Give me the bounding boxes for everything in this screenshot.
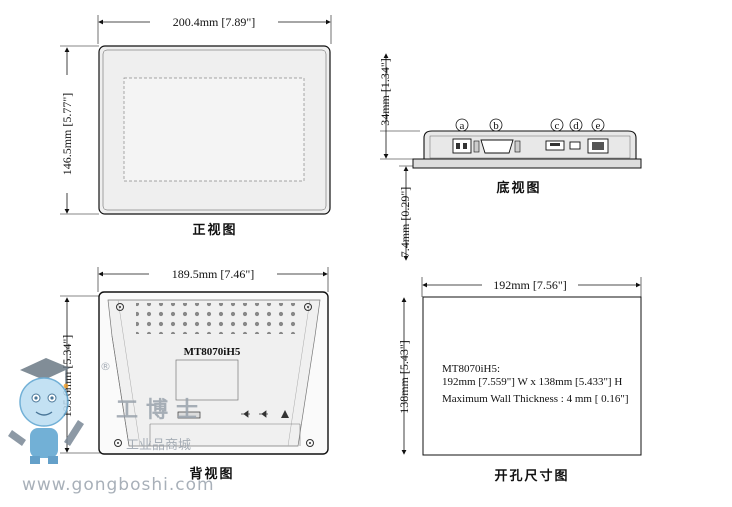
front-view-caption: 正视图	[192, 222, 237, 238]
port-d-marker	[569, 118, 583, 132]
watermark-sub: 工业品商城	[126, 438, 191, 453]
cutout-height-label: 138mm [5.43"]	[397, 340, 411, 414]
port-b-marker	[489, 118, 503, 132]
svg-text:c: c	[555, 120, 560, 132]
bottom-view: 34mm [1.34"] 7.4mm [0.29"] a b c d e 底视图	[378, 53, 642, 261]
bottom-depth-label: 34mm [1.34"]	[378, 58, 392, 126]
bottom-bezel-label: 7.4mm [0.29"]	[398, 187, 412, 258]
cutout-note-line2: 192mm [7.559"] W x 138mm [5.433"] H	[442, 376, 622, 388]
watermark-url: www.gongboshi.com	[22, 475, 215, 495]
cutout-width-label: 192mm [7.56"]	[493, 278, 567, 292]
mascot-logo	[8, 358, 84, 464]
front-width-label: 200.4mm [7.89"]	[173, 15, 256, 29]
model-label: MT8070iH5	[184, 346, 241, 358]
port-b-serial-db9	[480, 139, 514, 154]
front-view: 200.4mm [7.89"] 146.5mm [5.77"] 正视图	[59, 14, 332, 238]
svg-text:b: b	[493, 120, 499, 132]
port-a-power-terminal	[452, 138, 472, 154]
port-d-usb-client	[569, 141, 581, 150]
port-e-marker	[591, 118, 605, 132]
cutout-outline	[422, 296, 642, 456]
cutout-view: 192mm [7.56"] 138mm [5.43"] MT8070iH5: 1…	[397, 277, 642, 484]
back-view: 189.5mm [7.46"] 135.6mm [5.34"] MT8070iH…	[60, 266, 329, 482]
bottom-view-caption: 底视图	[496, 180, 541, 196]
front-height-label: 146.5mm [5.77"]	[60, 93, 74, 176]
front-display-area	[123, 77, 305, 182]
back-view-caption: 背视图	[189, 466, 234, 482]
cutout-view-caption: 开孔尺寸图	[494, 468, 569, 484]
vent-holes	[136, 303, 302, 334]
rear-label-plate	[175, 359, 239, 401]
svg-text:d: d	[573, 120, 579, 132]
back-width-label: 189.5mm [7.46"]	[172, 267, 255, 281]
watermark: 工博士 ® 工业品商城 www.gongboshi.com	[8, 358, 215, 495]
bottom-bezel	[412, 158, 642, 169]
cutout-note-line3: Maximum Wall Thickness : 4 mm [ 0.16"]	[442, 393, 629, 405]
svg-text:e: e	[596, 120, 601, 132]
rear-terminal-block	[177, 411, 201, 419]
svg-text:a: a	[460, 120, 465, 132]
port-a-marker	[455, 118, 469, 132]
port-c-marker	[550, 118, 564, 132]
watermark-registered: ®	[100, 360, 111, 373]
cutout-note-line1: MT8070iH5:	[442, 363, 500, 375]
watermark-brand: 工博士	[116, 397, 206, 423]
